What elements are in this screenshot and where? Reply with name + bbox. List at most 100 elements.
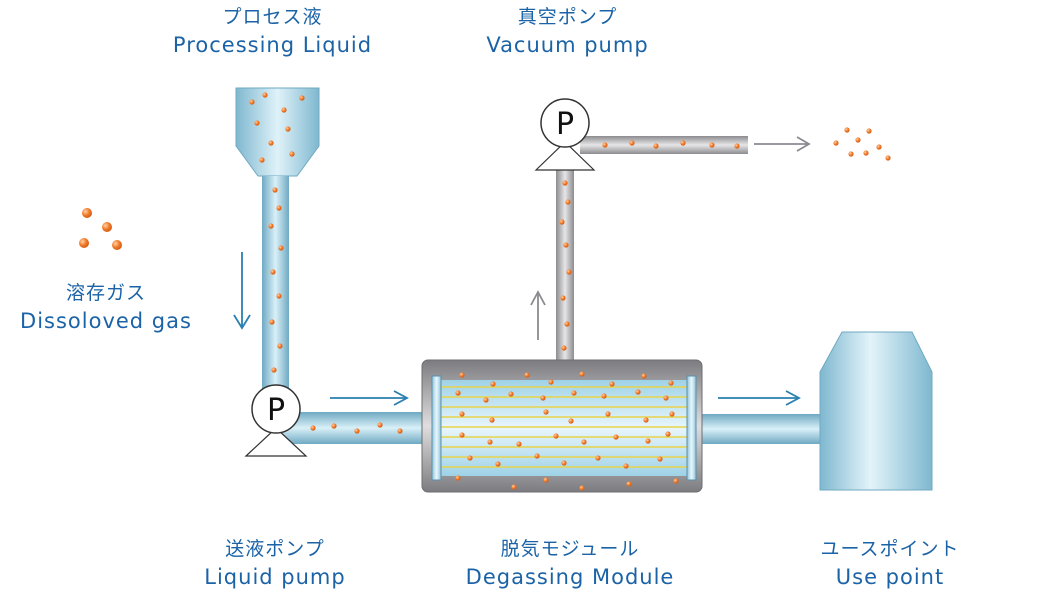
label-use-point-jp: ユースポイント — [820, 538, 960, 560]
gas-flow-arrow-up — [530, 290, 546, 340]
label-dissolved-gas-en: Dissoloved gas — [20, 309, 192, 333]
gas-bubble — [540, 395, 546, 401]
liquid-pump: P — [244, 384, 308, 457]
gas-bubble — [609, 381, 615, 387]
gas-bubble — [289, 151, 295, 157]
label-liquid-pump-en: Liquid pump — [204, 565, 346, 589]
gas-bubble — [844, 127, 850, 133]
gas-bubble — [112, 240, 122, 250]
label-dissolved-gas: 溶存ガス Dissoloved gas — [0, 284, 212, 332]
gas-bubble — [276, 293, 282, 299]
gas-bubble — [734, 143, 740, 149]
gas-bubble — [495, 461, 501, 467]
gas-bubble — [467, 455, 473, 461]
gas-bubble — [277, 343, 283, 349]
gas-bubble — [82, 208, 92, 218]
gas-bubble — [680, 140, 686, 146]
gas-exhaust-arrow — [754, 136, 811, 152]
gas-bubble — [269, 319, 275, 325]
vacuum-pump-symbol: P — [556, 107, 574, 142]
liquid-flow-arrow-to-module — [330, 390, 409, 406]
dissolved-gas-bubbles — [79, 92, 891, 491]
gas-bubble — [79, 238, 89, 248]
gas-bubble — [602, 142, 608, 148]
label-degassing-module-en: Degassing Module — [465, 565, 675, 589]
gas-bubble — [278, 245, 284, 251]
gas-bubble — [866, 128, 872, 134]
gas-bubble — [629, 140, 635, 146]
gas-bubble — [268, 223, 274, 229]
gas-bubble — [833, 140, 839, 146]
label-degassing-module-jp: 脱気モジュール — [500, 538, 640, 560]
gas-bubble — [709, 142, 715, 148]
gas-bubble — [487, 439, 493, 445]
gas-bubble — [268, 140, 274, 146]
label-use-point: ユースポイント Use point — [790, 540, 990, 588]
gas-bubble — [560, 295, 566, 301]
gas-bubble — [459, 432, 465, 438]
gas-bubble — [354, 428, 360, 434]
gas-bubble — [270, 269, 276, 275]
gas-bubble — [657, 456, 663, 462]
label-vacuum-pump: 真空ポンプ Vacuum pump — [450, 8, 685, 56]
label-process-liquid-en: Processing Liquid — [172, 33, 373, 57]
gas-bubble — [489, 417, 495, 423]
gas-bubble — [565, 199, 571, 205]
gas-bubble — [566, 269, 572, 275]
gas-bubble — [262, 92, 268, 98]
label-degassing-module: 脱気モジュール Degassing Module — [430, 540, 710, 588]
gas-bubble — [561, 345, 567, 351]
gas-bubble — [863, 150, 869, 156]
gas-bubble — [855, 137, 861, 143]
gas-bubble — [281, 107, 287, 113]
gas-bubble — [559, 219, 565, 225]
gas-bubble — [524, 372, 530, 378]
gas-bubble — [605, 411, 611, 417]
gas-bubble — [561, 460, 567, 466]
gas-bubble — [643, 417, 649, 423]
gas-bubble — [562, 180, 568, 186]
gas-bubble — [635, 389, 641, 395]
gas-bubble — [579, 485, 585, 491]
gas-bubble — [885, 155, 891, 161]
label-process-liquid: プロセス液 Processing Liquid — [140, 8, 405, 56]
gas-bubble — [511, 484, 517, 490]
feed-pipe — [262, 176, 289, 392]
process-liquid-hopper — [235, 87, 320, 177]
gas-bubble — [490, 381, 496, 387]
vacuum-exhaust-pipe — [580, 136, 748, 154]
gas-bubble — [848, 151, 854, 157]
label-process-liquid-jp: プロセス液 — [222, 6, 323, 28]
gas-bubble — [613, 434, 619, 440]
hollow-fiber-bundle — [440, 386, 688, 468]
gas-bubble — [543, 477, 549, 483]
gas-bubble — [259, 157, 265, 163]
gas-bubble — [272, 187, 278, 193]
use-point-tank — [819, 331, 933, 491]
gas-bubble — [663, 395, 669, 401]
label-dissolved-gas-jp: 溶存ガス — [65, 282, 146, 304]
gas-bubble — [455, 475, 461, 481]
gas-bubble — [641, 373, 647, 379]
label-liquid-pump-jp: 送液ポンプ — [225, 538, 325, 560]
gas-bubble — [601, 393, 607, 399]
gas-bubble — [645, 438, 651, 444]
gas-bubble — [553, 433, 559, 439]
gas-bubble — [377, 422, 383, 428]
liquid-flow-arrow-to-use-point — [718, 390, 801, 406]
gas-bubble — [102, 222, 112, 232]
gas-bubble — [299, 95, 305, 101]
gas-bubble — [534, 453, 540, 459]
inlet-pipe — [277, 412, 427, 444]
gas-bubble — [626, 481, 632, 487]
gas-bubble — [579, 371, 585, 377]
gas-bubble — [285, 126, 291, 132]
gas-bubble — [571, 390, 577, 396]
liquid-pump-symbol: P — [267, 393, 285, 428]
gas-bubble — [669, 411, 675, 417]
gas-bubble — [623, 463, 629, 469]
gas-bubble — [548, 379, 554, 385]
gas-bubble — [543, 409, 549, 415]
